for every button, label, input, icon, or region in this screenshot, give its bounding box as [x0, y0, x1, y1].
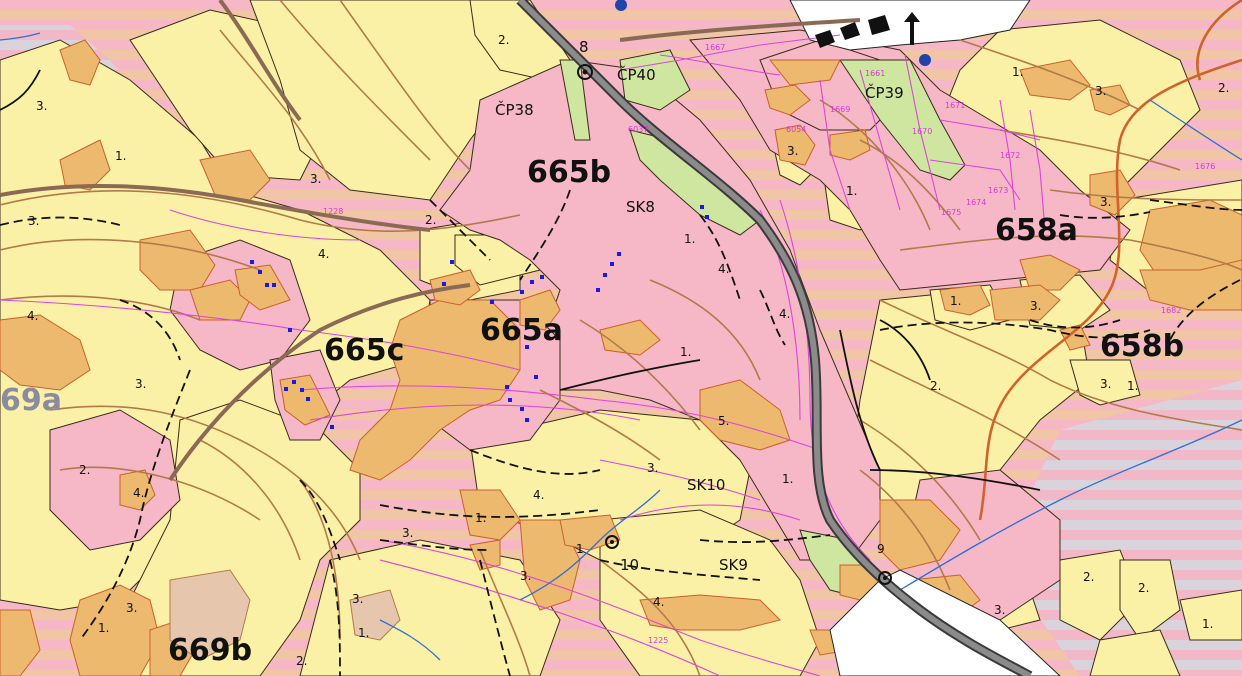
- age-label: 1.: [1202, 617, 1213, 631]
- age-label: 1.: [115, 149, 126, 163]
- age-label: 3.: [310, 172, 321, 186]
- stand-label-669b: 669b: [168, 633, 252, 668]
- age-label: 1: [576, 542, 584, 556]
- stand-boundaries: [0, 189, 1242, 676]
- parcel-label: 1672: [1000, 151, 1020, 160]
- age-label: 2.: [1218, 81, 1229, 95]
- age-class-labels: 2. 3. 1. 3. 3. 4. 2. 4. 3. 2. 4. 1. 4. 4…: [27, 33, 1229, 668]
- marker-number-8: 8: [579, 38, 589, 56]
- age-label: 1.: [684, 232, 695, 246]
- age-label: 3.: [1095, 84, 1106, 98]
- point-markers: [250, 205, 709, 429]
- stand-label-658a: 658a: [995, 213, 1078, 248]
- feature-label-sk10: SK10: [687, 476, 725, 494]
- orange-paths: [978, 0, 1242, 521]
- age-label: 4.: [27, 309, 38, 323]
- marker-number-10: 10: [620, 556, 639, 574]
- stand-label-69a: 69a: [0, 383, 62, 418]
- feature-label-sk8: SK8: [626, 198, 655, 216]
- parcel-label: 1225: [648, 636, 668, 645]
- age-label: 2.: [296, 654, 307, 668]
- age-label: 1.: [846, 184, 857, 198]
- age-label: 9: [877, 542, 885, 556]
- parcel-label: 1673: [988, 186, 1008, 195]
- age-label: 1.: [475, 511, 486, 525]
- building-markers: [577, 0, 931, 585]
- main-road: [516, 0, 1033, 676]
- age-label: 3.: [126, 601, 137, 615]
- age-label: 4.: [653, 595, 664, 609]
- secondary-road: [0, 0, 861, 482]
- age-label: 2.: [1083, 570, 1094, 584]
- stand-label-658b: 658b: [1100, 329, 1184, 364]
- age-label: 3.: [1100, 195, 1111, 209]
- feature-label-sk9: SK9: [719, 556, 748, 574]
- stand-label-665a: 665a: [480, 313, 563, 348]
- parcel-label: 1674: [966, 198, 986, 207]
- age-label: 1.: [782, 472, 793, 486]
- age-label: 3.: [787, 144, 798, 158]
- age-label: 3.: [1100, 377, 1111, 391]
- age-label: 5.: [718, 414, 729, 428]
- age-label: 4.: [318, 247, 329, 261]
- age-label: 1.: [1012, 65, 1023, 79]
- age-label: 2.: [930, 379, 941, 393]
- age-label: 2.: [425, 213, 436, 227]
- age-label: 1.: [1127, 379, 1138, 393]
- age-label: 4.: [718, 262, 729, 276]
- age-label: 3.: [352, 592, 363, 606]
- age-label: 3.: [402, 526, 413, 540]
- parcel-label: 1669: [830, 105, 850, 114]
- parcel-label: 1670: [912, 127, 932, 136]
- age-label: 2.: [1138, 581, 1149, 595]
- age-label: 3.: [994, 603, 1005, 617]
- parcel-label: 1671: [945, 101, 965, 110]
- age-label: 4.: [533, 488, 544, 502]
- age-label: 1.: [680, 345, 691, 359]
- parcel-label: 1682: [1161, 306, 1181, 315]
- feature-label-cp39: ČP39: [865, 83, 904, 102]
- feature-label-cp38: ČP38: [495, 100, 534, 119]
- age-label: 3.: [36, 99, 47, 113]
- solid-boundaries: [0, 69, 1041, 491]
- stand-labels: 665b 665a 665c 658a 658b 669b 69a: [0, 155, 1184, 668]
- age-label: 1.: [950, 294, 961, 308]
- stream-lines: [0, 32, 1242, 661]
- parcel-labels: 1667 1661 1669 1671 6037 6054 1670 1672 …: [323, 43, 1215, 645]
- parcel-label: 6054: [786, 125, 806, 134]
- age-label: 4.: [133, 486, 144, 500]
- stand-label-665c: 665c: [324, 333, 404, 368]
- parcel-label: 1676: [1195, 162, 1215, 171]
- age-label: 1.: [358, 626, 369, 640]
- age-label: 3.: [520, 569, 531, 583]
- parcel-label: 6037: [628, 125, 648, 134]
- age-label: 2.: [79, 463, 90, 477]
- age-label: 4.: [779, 307, 790, 321]
- tan-patches: [169, 569, 401, 661]
- age-label: 2.: [498, 33, 509, 47]
- feature-labels: ČP40 ČP38 ČP39 SK8 SK10 SK9 8 10: [495, 38, 904, 574]
- age-label: 1.: [98, 621, 109, 635]
- age-label: 3.: [1030, 299, 1041, 313]
- feature-label-cp40: ČP40: [617, 65, 656, 84]
- age-label: 3.: [135, 377, 146, 391]
- parcel-label: 1661: [865, 69, 885, 78]
- stand-label-665b: 665b: [527, 155, 611, 190]
- parcel-lines: [0, 34, 1046, 676]
- age-label: 3.: [28, 214, 39, 228]
- parcel-label: 1228: [323, 207, 343, 216]
- parcel-label: 1667: [705, 43, 725, 52]
- age-label: 3.: [647, 461, 658, 475]
- parcel-label: 1675: [941, 208, 961, 217]
